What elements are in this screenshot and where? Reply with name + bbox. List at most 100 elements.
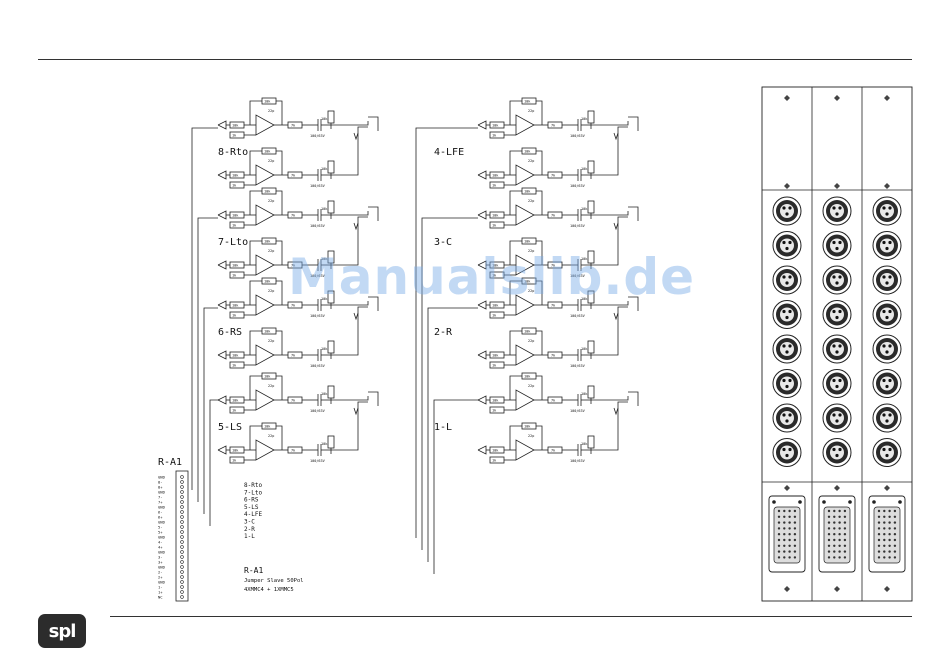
resistor-value: 7k <box>551 124 556 128</box>
multipin-pin <box>838 533 841 536</box>
xlr-pin <box>832 240 836 245</box>
multipin-pin <box>783 533 786 536</box>
multipin-pin <box>843 515 847 518</box>
output-jack <box>368 206 379 221</box>
resistor-value: 1k <box>492 134 497 138</box>
input-arrow <box>217 395 227 405</box>
xlr-connector-icon <box>830 411 844 425</box>
connector-pin <box>180 500 184 504</box>
xlr-pin <box>888 344 892 348</box>
wire <box>276 280 283 305</box>
multipin-pin <box>888 515 891 518</box>
wire <box>592 211 629 216</box>
input-arrow <box>217 350 227 360</box>
multipin-pin <box>877 527 881 530</box>
multipin-pin <box>827 515 831 518</box>
xlr-connector-icon <box>780 273 794 287</box>
bus-line <box>415 127 478 538</box>
xlr-pin <box>838 206 842 210</box>
connector-pin <box>180 510 184 514</box>
multipin-pin <box>843 556 847 559</box>
wire <box>509 425 522 450</box>
wire <box>509 280 522 305</box>
wire <box>276 190 283 215</box>
xlr-pin <box>785 315 789 320</box>
multipin-pin <box>838 515 841 518</box>
connector-pin-label: GND <box>158 550 166 555</box>
xlr-pin <box>882 413 886 417</box>
wire <box>536 375 543 400</box>
multipin-pin <box>827 544 831 547</box>
xlr-pin <box>882 447 886 452</box>
connector-pin-label: 8- <box>158 480 163 485</box>
resistor-value: 7k <box>291 124 296 128</box>
ground-symbol <box>613 407 619 416</box>
multipin-pin <box>877 509 881 513</box>
xlr-pin <box>885 453 889 458</box>
multipin-pin <box>827 538 831 542</box>
opamp <box>255 114 275 136</box>
multipin-pin <box>838 538 841 542</box>
input-arrow <box>477 445 487 455</box>
legend-item: 8-Rto <box>244 482 262 489</box>
multipin-pin <box>788 521 791 524</box>
multipin-pin <box>793 509 797 513</box>
xlr-pin <box>832 344 836 348</box>
opamp <box>255 204 275 226</box>
resistor-value: 1k <box>492 409 497 413</box>
multipin-pin <box>893 521 897 524</box>
xlr-pin <box>785 350 789 354</box>
resistor-value: 1k <box>492 274 497 278</box>
screw-icon <box>784 485 790 491</box>
wire <box>509 190 522 215</box>
opamp <box>255 254 275 276</box>
resistor-value: 7k <box>291 264 296 268</box>
multipin-pin <box>843 509 847 513</box>
cap-value: 22p <box>528 384 534 388</box>
multipin-pin <box>888 509 891 513</box>
mount-hole <box>898 500 902 504</box>
multipin-pin <box>838 556 841 559</box>
resistor-value: 10k <box>321 257 328 261</box>
xlr-pin <box>885 350 889 354</box>
multipin-pin <box>893 515 897 518</box>
resistor-value: 10k <box>581 167 588 171</box>
xlr-pin <box>788 378 792 383</box>
resistor-value: 1k <box>232 409 237 413</box>
xlr-pin <box>882 344 886 348</box>
wire <box>592 126 628 176</box>
multipin-pin <box>883 527 886 530</box>
pot <box>587 250 595 264</box>
xlr-connector-icon <box>830 376 844 391</box>
input-arrow <box>477 170 487 180</box>
xlr-pin <box>785 212 789 216</box>
resistor-value: 7k <box>291 354 296 358</box>
xlr-pin <box>782 275 786 279</box>
xlr-pin <box>838 413 842 417</box>
mount-hole <box>848 500 852 504</box>
xlr-pin <box>788 447 792 452</box>
wire <box>592 396 629 401</box>
xlr-pin <box>785 246 789 251</box>
resistor-value: 10k <box>264 150 271 154</box>
connector-title: R-A1 <box>158 457 182 468</box>
wire <box>509 330 522 355</box>
ground-symbol <box>353 312 359 321</box>
resistor-value: 1k <box>232 224 237 228</box>
resistor-value: 10k <box>321 207 328 211</box>
wire <box>276 240 283 265</box>
multipin-pin <box>883 544 886 547</box>
legend-item: 1-L <box>244 533 255 540</box>
xlr-pin <box>888 275 892 279</box>
cap-value: 100/63V <box>570 314 586 318</box>
xlr-pin <box>785 281 789 285</box>
pot <box>327 340 335 354</box>
multipin-pin <box>888 538 891 542</box>
opamp <box>515 294 535 316</box>
xlr-pin <box>882 309 886 314</box>
multipin-pin <box>888 556 891 559</box>
cap-value: 100/63V <box>310 459 326 463</box>
multipin-pin <box>788 509 791 513</box>
resistor-value: 10k <box>524 425 531 429</box>
